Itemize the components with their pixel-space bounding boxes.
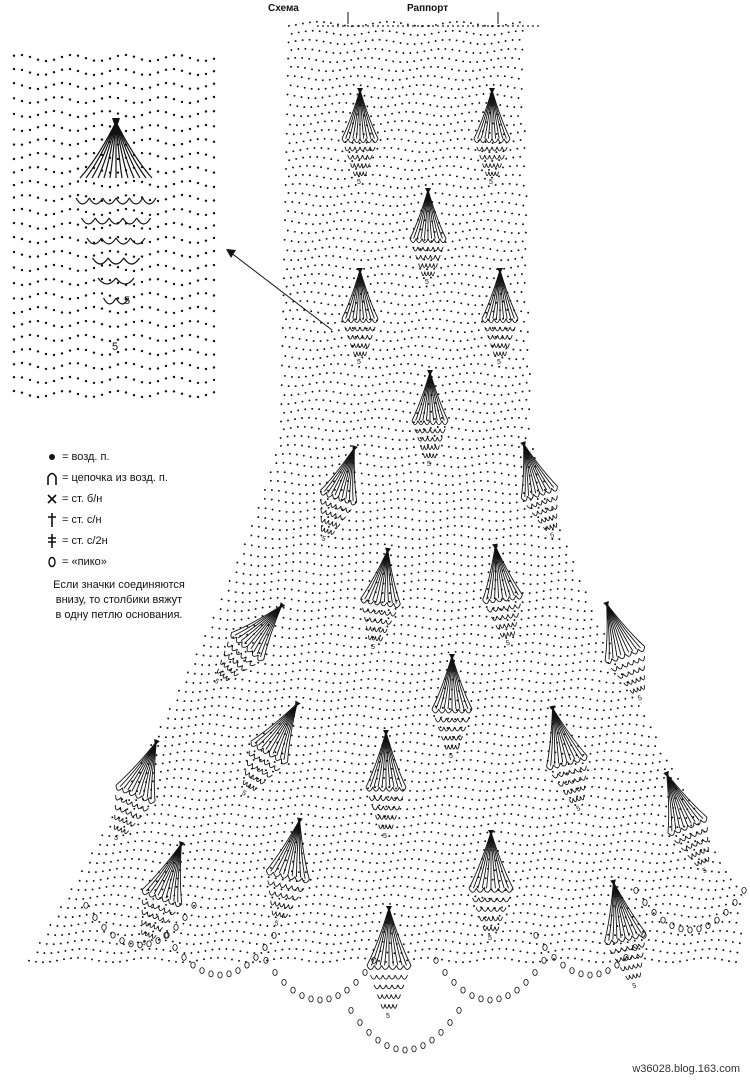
legend-label: = цепочка из возд. п. (62, 471, 168, 484)
chain-arch-icon (44, 470, 60, 486)
legend-item-treble-crochet: = ст. с/2н (34, 530, 234, 551)
scheme-label: Схема (268, 3, 299, 14)
legend-item-picot: = «пико» (34, 551, 234, 572)
legend-label: = ст. с/н (62, 513, 102, 526)
picot-edging (83, 887, 747, 1054)
detail-inset: 55 (12, 53, 216, 399)
legend-item-single-crochet: = ст. б/н (34, 488, 234, 509)
legend-label: = ст. б/н (62, 492, 103, 505)
double-crochet-post-icon (44, 533, 60, 549)
legend: = возд. п. = цепочка из возд. п. = ст. б… (34, 446, 234, 623)
legend-label: = ст. с/2н (62, 534, 108, 547)
filled-dot-icon (44, 452, 60, 462)
repeat-label: Раппорт (407, 3, 449, 14)
picot-icon (44, 556, 60, 568)
legend-label: = «пико» (62, 555, 107, 568)
watermark: w36028.blog.163.com (632, 1063, 740, 1075)
legend-note-line: в одну петлю основания. (55, 609, 183, 621)
repeat-bracket (317, 12, 539, 27)
legend-item-chain-arch: = цепочка из возд. п. (34, 467, 234, 488)
legend-item-chain: = возд. п. (34, 446, 234, 467)
legend-item-double-crochet: = ст. с/н (34, 509, 234, 530)
single-crochet-post-icon (44, 512, 60, 528)
cross-icon (44, 493, 60, 505)
legend-label: = возд. п. (62, 450, 110, 463)
legend-note-line: внизу, то столбики вяжут (55, 594, 183, 606)
arrow-icon (226, 249, 333, 331)
legend-note-line: Если значки соединяются (53, 579, 185, 591)
legend-note: Если значки соединяются внизу, то столби… (34, 578, 204, 623)
